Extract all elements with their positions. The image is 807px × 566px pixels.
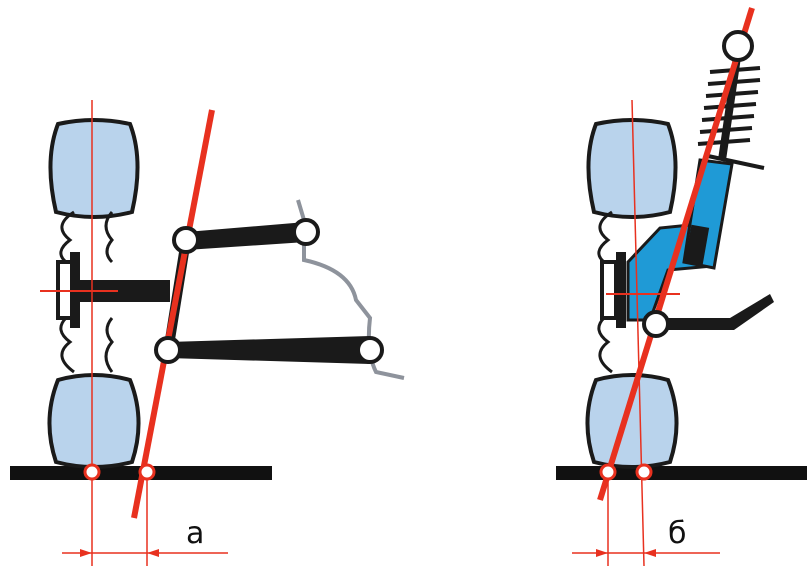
lower-ball-joint-left — [154, 336, 182, 364]
tire-lower-right — [585, 373, 679, 469]
contact-point-wheel-left — [83, 463, 101, 481]
rim-profile-right — [597, 210, 613, 374]
rim-profile-left — [59, 210, 75, 374]
hub-disc-right — [616, 252, 626, 328]
steering-axis-right — [597, 7, 755, 501]
upper-ball-joint-left — [172, 226, 200, 254]
tire-upper-left — [48, 118, 140, 219]
upper-control-arm-left — [186, 222, 306, 250]
upper-arm-pivot-left — [292, 218, 320, 246]
shock-cap — [684, 224, 710, 266]
tire-upper-right — [586, 118, 678, 219]
lower-arm-pivot-left — [356, 336, 384, 364]
rim-profile-right-left — [104, 211, 114, 373]
strut-top-mount — [722, 30, 754, 62]
lower-control-arm-left — [168, 336, 370, 364]
lower-ball-joint-right — [642, 310, 670, 338]
macpherson-strut-diagram: б — [556, 7, 807, 566]
hub-flange-right — [600, 260, 618, 320]
wheel-center-line-right — [631, 99, 645, 566]
steering-axis-left — [131, 109, 215, 519]
dimension-arrow-left-b — [147, 549, 159, 557]
label-a: а — [186, 516, 204, 551]
double-wishbone-diagram: а — [10, 100, 405, 566]
contact-point-wheel-right — [635, 463, 653, 481]
lower-control-arm-right — [656, 294, 774, 330]
tire-lower-left — [47, 373, 141, 469]
dimension-arrow-left-a — [80, 549, 92, 557]
axle-left — [80, 280, 170, 302]
contact-point-axis-right — [599, 463, 617, 481]
contact-point-axis-left — [138, 463, 156, 481]
label-b: б — [668, 516, 687, 551]
dimension-arrow-right-b — [644, 549, 656, 557]
dimension-arrow-right-a — [596, 549, 608, 557]
ground-line-right — [556, 466, 807, 480]
